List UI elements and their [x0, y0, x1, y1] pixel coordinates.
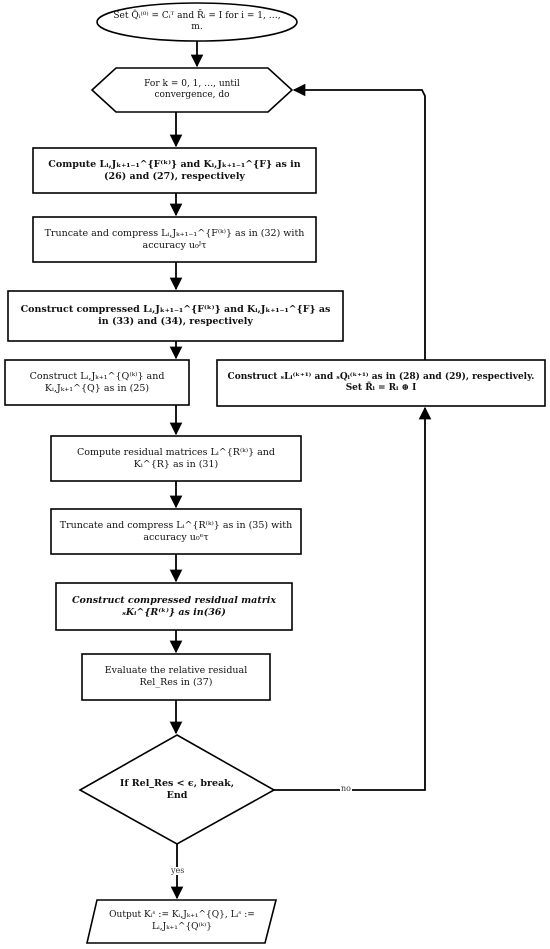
output-label: Output Kᵢˢ := Kᵢ,Jₖ₊₁^{Q}, Lᵢˢ := Lᵢ,Jₖ₊… — [109, 910, 255, 932]
compute-lk-box — [32, 147, 317, 194]
edge-right-loop — [292, 83, 426, 360]
construct-residual-label: Construct compressed residual matrix ₛKᵢ… — [72, 594, 276, 618]
construct-right-label: Construct ₛLᵢ⁽ᵏ⁺¹⁾ and ₛQᵢ⁽ᵏ⁺¹⁾ as in (2… — [227, 371, 535, 393]
edge-label-no: no — [340, 784, 352, 793]
construct-compressed-box — [7, 290, 344, 342]
construct-lq-box — [4, 359, 190, 406]
start-label: Set Q̂ᵢ⁽⁰⁾ = Cᵢᵀ and R̄ᵢ = I for i = 1, … — [113, 10, 281, 32]
compute-residual-label: Compute residual matrices Lᵢ^{R⁽ᵏ⁾} and … — [77, 446, 275, 470]
construct-residual-box — [55, 582, 293, 631]
loop-hexagon — [90, 67, 294, 113]
construct-lq-label: Construct Lᵢ,Jₖ₊₁^{Q⁽ᵏ⁾} and Kᵢ,Jₖ₊₁^{Q}… — [29, 370, 165, 394]
truncate-l-box — [32, 216, 317, 263]
decision-label: If Rel_Res < ϵ, break, End — [119, 778, 235, 801]
truncate-residual-box — [50, 508, 302, 555]
compute-lk-label: Compute Lᵢ,Jₖ₊₁₋₁^{F⁽ᵏ⁾} and Kᵢ,Jₖ₊₁₋₁^{… — [48, 158, 301, 182]
loop-label: For k = 0, 1, …, until convergence, do — [144, 78, 240, 100]
output-parallelogram — [85, 899, 278, 944]
compute-residual-box — [50, 435, 302, 482]
construct-compressed-label: Construct compressed Lᵢ,Jₖ₊₁₋₁^{F⁽ᵏ⁾} an… — [20, 304, 331, 327]
truncate-residual-label: Truncate and compress Lᵢ^{R⁽ᵏ⁾} as in (3… — [59, 519, 293, 543]
edge-label-yes: yes — [170, 866, 186, 875]
truncate-l-label: Truncate and compress Lᵢ,Jₖ₊₁₋₁^{F⁽ᵏ⁾} a… — [44, 227, 305, 251]
edge-decision-no — [274, 406, 432, 791]
evaluate-label: Evaluate the relative residual Rel_Res i… — [104, 665, 248, 688]
construct-right-box — [216, 359, 546, 407]
